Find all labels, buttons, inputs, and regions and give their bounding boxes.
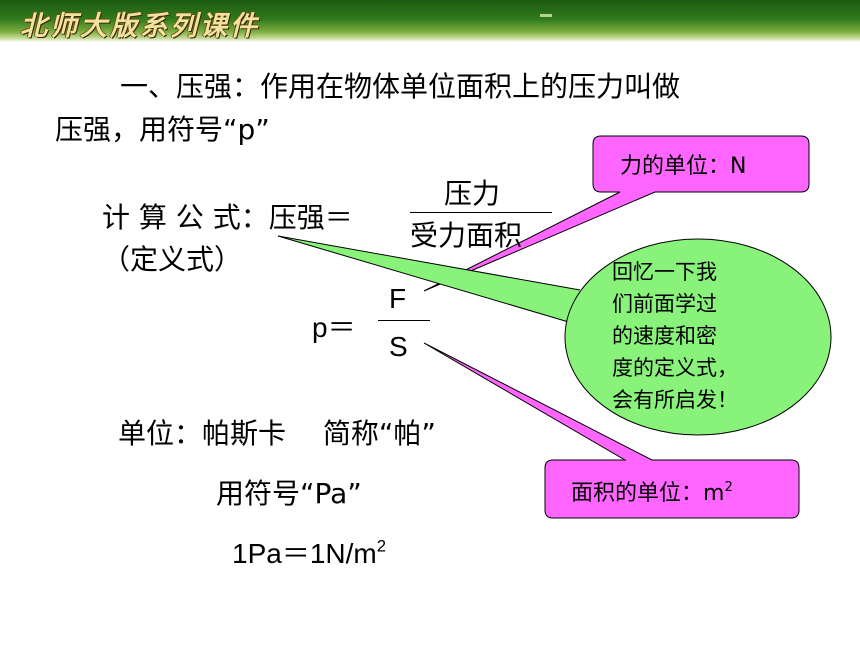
recall-line: 的速度和密 (612, 324, 717, 348)
recall-text: 回忆一下我 们前面学过 的速度和密 度的定义式， 会有所启发！ (612, 256, 738, 416)
recall-line: 度的定义式， (612, 356, 738, 380)
unit-line: 单位：帕斯卡 简称“帕” (118, 417, 436, 450)
formula-denominator: 受力面积 (410, 219, 523, 252)
unit-symbol-line: 用符号“Pa” (216, 477, 362, 510)
area-unit-text: 面积的单位：m2 (571, 475, 733, 507)
formula-fraction-line (410, 212, 552, 213)
symbol-fraction-line (378, 320, 430, 321)
force-unit-text: 力的单位：N (620, 154, 747, 179)
definition-line-2: 压强，用符号“p” (55, 113, 270, 146)
recall-line: 们前面学过 (612, 292, 717, 316)
header-band (0, 0, 860, 42)
unit-relation-text: 1Pa＝1N/m (232, 538, 377, 569)
header-title: 北师大版系列课件 (20, 11, 260, 42)
area-unit-superscript: 2 (724, 479, 733, 495)
header-decoration (540, 14, 552, 17)
unit-relation-superscript: 2 (376, 536, 387, 556)
area-unit-label: 面积的单位：m (571, 481, 725, 506)
recall-line: 回忆一下我 (612, 260, 717, 284)
formula-label: 计 算 公 式：压强＝ (102, 201, 353, 234)
symbol-denominator: S (389, 331, 408, 362)
symbol-formula-label: p＝ (312, 312, 356, 343)
force-unit-callout (423, 135, 810, 292)
definition-line-1: 一、压强：作用在物体单位面积上的压力叫做 (120, 70, 681, 103)
recall-oval-callout (277, 235, 832, 436)
formula-note: （定义式） (102, 243, 243, 276)
recall-line: 会有所启发！ (612, 388, 738, 412)
symbol-numerator: F (389, 283, 407, 314)
unit-relation: 1Pa＝1N/m2 (232, 532, 386, 572)
area-unit-callout (423, 342, 800, 519)
formula-numerator: 压力 (444, 177, 501, 210)
